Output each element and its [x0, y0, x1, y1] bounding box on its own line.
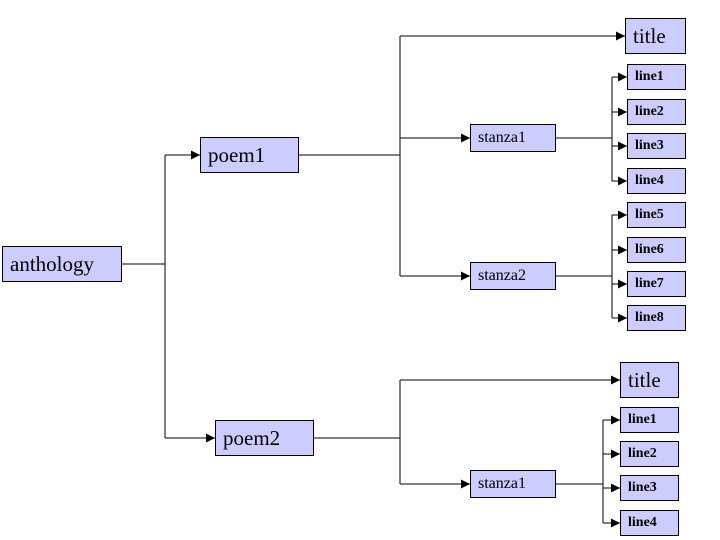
- connector-stanza1: [556, 72, 627, 186]
- node-poem1-s2-line5: line5: [627, 202, 686, 228]
- node-poem2: poem2: [215, 420, 314, 456]
- node-poem1-stanza2: stanza2: [470, 262, 556, 290]
- connector-poem2: [314, 375, 620, 489]
- node-poem1: poem1: [200, 137, 299, 173]
- node-poem2-s1-line2: line2: [620, 441, 679, 467]
- node-poem2-s1-line4: line4: [620, 510, 679, 536]
- node-poem1-s2-line6: line6: [627, 237, 686, 263]
- node-poem1-s1-line3: line3: [627, 133, 686, 159]
- node-poem1-s1-line2: line2: [627, 99, 686, 125]
- node-poem2-s1-line3: line3: [620, 475, 679, 501]
- node-poem1-title: title: [625, 18, 686, 54]
- node-anthology: anthology: [2, 246, 122, 282]
- connector-stanza2: [556, 210, 627, 323]
- node-poem2-s1-line1: line1: [620, 407, 679, 433]
- connector-poem1: [299, 31, 625, 281]
- connector-poem2-stanza1: [556, 415, 620, 528]
- node-poem1-s1-line4: line4: [627, 168, 686, 194]
- node-poem2-stanza1: stanza1: [470, 470, 556, 498]
- node-poem1-s2-line8: line8: [627, 305, 686, 331]
- connector-anthology: [122, 150, 215, 443]
- node-poem1-s1-line1: line1: [627, 64, 686, 90]
- node-poem2-title: title: [620, 362, 679, 398]
- node-poem1-s2-line7: line7: [627, 271, 686, 297]
- node-poem1-stanza1: stanza1: [470, 124, 556, 152]
